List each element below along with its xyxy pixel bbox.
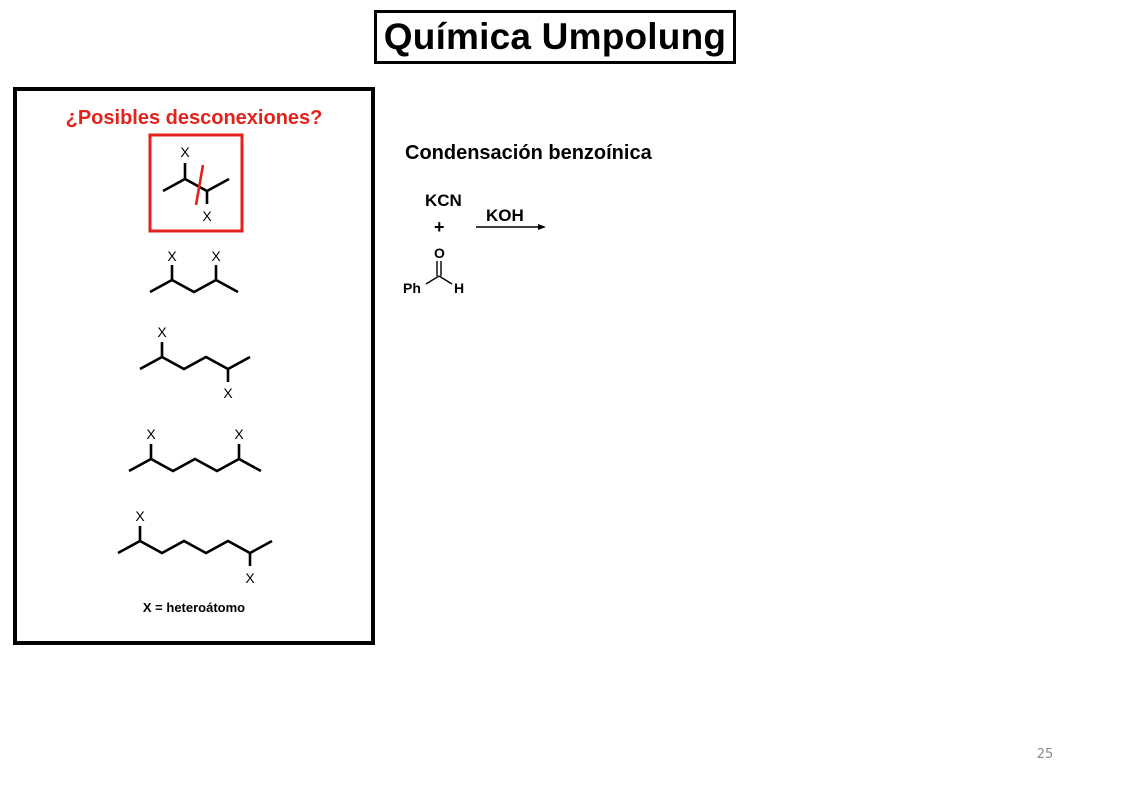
highlight-box	[148, 133, 244, 233]
structure-1-3: X X	[149, 248, 239, 294]
carbon-chain	[117, 539, 273, 555]
arrow-head-icon	[538, 224, 546, 230]
atom-hydrogen: H	[454, 280, 464, 296]
reaction-title: Condensación benzoínica	[405, 142, 652, 164]
substituent-x: X	[180, 144, 190, 160]
benzoin-condensation-scheme: KCN + KOH O Ph H	[403, 191, 546, 296]
slide-title: Química Umpolung	[374, 10, 736, 64]
substituent-x: X	[157, 324, 167, 340]
structure-1-5: X X	[128, 426, 262, 473]
substituent-x: X	[234, 426, 244, 442]
bond-hydrogen	[438, 275, 453, 285]
substituent-x: X	[202, 208, 212, 224]
group-phenyl: Ph	[403, 280, 421, 296]
substituent-x: X	[211, 248, 221, 264]
substituent-x: X	[245, 570, 255, 586]
structure-1-2: X X	[148, 133, 244, 233]
carbon-chain	[162, 177, 230, 193]
plus-sign: +	[434, 217, 445, 237]
condition-koh: KOH	[486, 206, 524, 225]
structure-1-6: X X	[117, 508, 273, 586]
atom-oxygen: O	[434, 245, 445, 261]
carbon-chain	[128, 457, 262, 473]
substituent-x: X	[223, 385, 233, 401]
reagent-kcn: KCN	[425, 191, 462, 210]
substituent-x: X	[135, 508, 145, 524]
page-number: 25	[1036, 747, 1054, 762]
legend-heteroatom: X = heteroátomo	[142, 600, 246, 615]
disconnections-panel: ¿Posibles desconexiones? X X X X X X	[13, 87, 375, 645]
carbon-chain	[149, 278, 239, 294]
structures-figure: X X X X X X X X	[117, 133, 273, 586]
substituent-x: X	[146, 426, 156, 442]
structure-1-4: X X	[139, 324, 251, 401]
panel-heading: ¿Posibles desconexiones?	[65, 107, 323, 129]
substituent-x: X	[167, 248, 177, 264]
disconnection-mark	[194, 164, 205, 206]
carbon-chain	[139, 355, 251, 371]
bond-phenyl	[425, 275, 440, 285]
